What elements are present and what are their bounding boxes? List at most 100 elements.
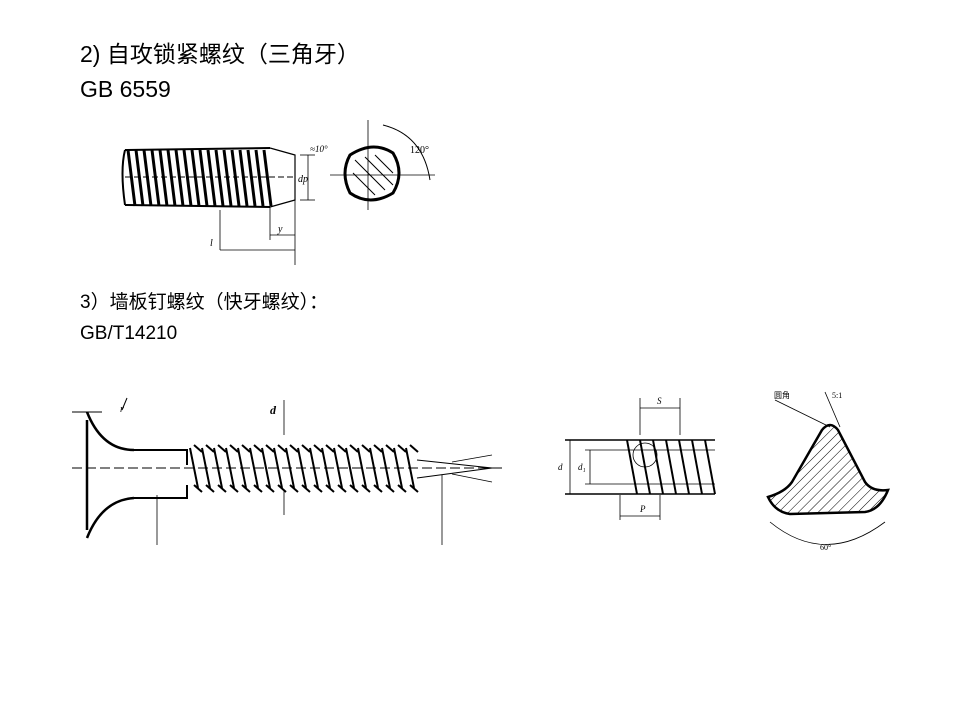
ratio-label: 5:1 — [832, 391, 842, 400]
thread-crest — [253, 444, 263, 453]
angle60-label: 60° — [820, 543, 831, 552]
thread-crest — [229, 484, 239, 493]
thread-line — [381, 447, 391, 489]
thread-crest — [217, 484, 227, 493]
thread-crest — [313, 484, 323, 493]
thread-crest — [205, 444, 215, 453]
thread-line — [206, 149, 217, 207]
thread-crest — [241, 484, 251, 493]
thread-line — [665, 439, 677, 495]
thread-line — [297, 447, 307, 489]
thread-line — [213, 447, 223, 489]
thread-crest — [301, 484, 311, 493]
thread-line — [261, 447, 271, 489]
figure2-drywall-screw: r d — [72, 397, 502, 545]
thread-line — [393, 447, 403, 489]
thread-crest — [289, 444, 299, 453]
thread-line — [246, 149, 257, 207]
thread-line — [405, 447, 415, 489]
thread-crest — [337, 484, 347, 493]
thread-line — [639, 439, 651, 495]
thread-line — [126, 149, 137, 207]
thread-crest — [349, 444, 359, 453]
thread-crest — [373, 444, 383, 453]
thread-line — [190, 149, 201, 207]
thread-line — [345, 447, 355, 489]
thread-line — [626, 439, 638, 495]
thread-line — [150, 149, 161, 207]
thread-crest — [205, 484, 215, 493]
p-label: P — [639, 504, 646, 514]
thread-line — [309, 447, 319, 489]
thread-line — [238, 149, 249, 207]
s-label: S — [657, 396, 662, 406]
figure1-cross-section: 120° — [330, 120, 435, 210]
thread-crest — [361, 484, 371, 493]
l-label: l — [210, 238, 213, 249]
thread-crest — [397, 444, 407, 453]
section2-title: 2) 自攻锁紧螺纹（三角牙） — [80, 41, 360, 67]
thread-crest — [301, 444, 311, 453]
thread-crest — [289, 484, 299, 493]
thread-crest — [361, 444, 371, 453]
thread-line — [652, 439, 664, 495]
thread-line — [333, 447, 343, 489]
thread-line — [189, 447, 199, 489]
d-label: d — [270, 403, 277, 417]
thread-line — [237, 447, 247, 489]
thread-line — [369, 447, 379, 489]
thread-crest — [265, 444, 275, 453]
thread-crest — [229, 444, 239, 453]
thread-crest — [241, 444, 251, 453]
d1-label: d₁ — [578, 462, 586, 472]
section2-standard: GB 6559 — [80, 76, 171, 102]
thread-crest — [313, 444, 323, 453]
rounded-label: 圆角 — [774, 390, 790, 400]
thread-crest — [397, 484, 407, 493]
thread-line — [273, 447, 283, 489]
thread-line — [262, 149, 273, 207]
figure3-thread-detail: S d d₁ P — [558, 396, 716, 520]
figure1-screw-side-view: ≈10° dp y l — [121, 144, 328, 265]
thread-crest — [409, 444, 419, 453]
thread-line — [174, 149, 185, 207]
thread-line — [222, 149, 233, 207]
section3-standard: GB/T14210 — [80, 323, 178, 344]
thread-crest — [325, 444, 335, 453]
thread-crest — [277, 444, 287, 453]
thread-crest — [385, 484, 395, 493]
thread-crest — [409, 484, 419, 493]
thread-line — [214, 149, 225, 207]
figure4-thread-profile: 圆角 5:1 60° — [766, 390, 890, 552]
thread-crest — [349, 484, 359, 493]
thread-line — [357, 447, 367, 489]
thread-crest — [325, 484, 335, 493]
angle-label: ≈10° — [310, 144, 328, 154]
thread-crest — [193, 484, 203, 493]
thread-line — [691, 439, 703, 495]
thread-line — [134, 149, 145, 207]
thread-line — [201, 447, 211, 489]
thread-crest — [253, 484, 263, 493]
thread-line — [321, 447, 331, 489]
thread-line — [249, 447, 259, 489]
r-label: r — [120, 404, 124, 415]
thread-crest — [385, 444, 395, 453]
thread-line — [678, 439, 690, 495]
thread-line — [166, 149, 177, 207]
thread-line — [704, 439, 716, 495]
thread-line — [142, 149, 153, 207]
section3-title: 3）墙板钉螺纹（快牙螺纹）： — [80, 292, 329, 313]
y-label: y — [277, 224, 283, 235]
thread-crest — [193, 444, 203, 453]
thread-line — [198, 149, 209, 207]
thread-crest — [337, 444, 347, 453]
thread-line — [254, 149, 265, 207]
thread-line — [230, 149, 241, 207]
thread-crest — [373, 484, 383, 493]
thread-line — [285, 447, 295, 489]
thread-line — [158, 149, 169, 207]
thread-line — [182, 149, 193, 207]
d-label: d — [558, 462, 563, 472]
thread-crest — [217, 444, 227, 453]
